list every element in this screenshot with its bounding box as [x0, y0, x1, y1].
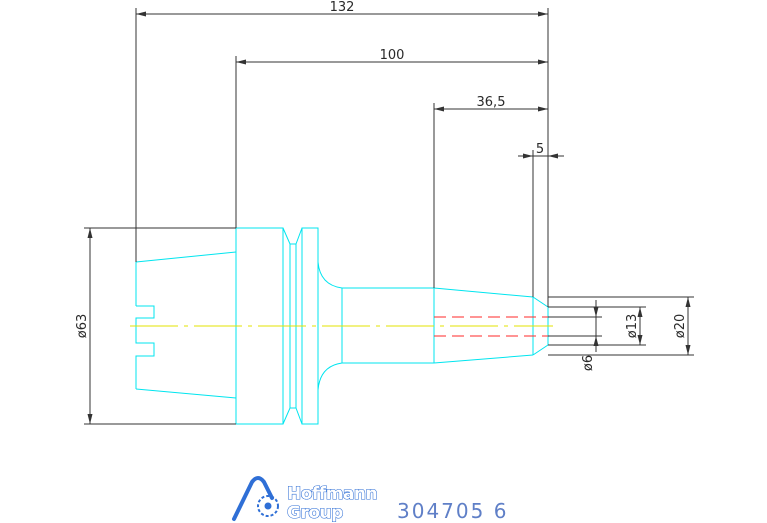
groove-top-v	[282, 227, 303, 245]
drive-slot	[135, 305, 155, 389]
neck-fillet-bottom	[317, 362, 343, 391]
arrow-132-left	[136, 11, 146, 17]
hoffmann-group-logo: Hoffmann Group	[232, 476, 378, 523]
dim-label-100: 100	[380, 48, 405, 63]
dim-label-63: ø63	[75, 314, 90, 339]
taper-top-line	[135, 251, 237, 263]
arrow-5-left	[523, 153, 533, 159]
arrow-36-right	[538, 106, 548, 112]
arrow-100-left	[236, 59, 246, 65]
dimension-arrows	[87, 11, 691, 424]
nose-chamfer-top	[532, 296, 549, 308]
arrow-20-bottom	[685, 345, 691, 355]
arrow-13-top	[637, 307, 643, 317]
arrow-5-right	[548, 153, 558, 159]
nose-top	[433, 287, 534, 298]
taper-bottom-line	[135, 388, 237, 399]
nose-chamfer-bottom	[532, 344, 549, 356]
hidden-bore-lines	[434, 316, 548, 337]
arrow-20-top	[685, 297, 691, 307]
arrow-63-bottom	[87, 414, 93, 424]
logo-text-group: Group	[287, 503, 343, 523]
part-number: 304705 6	[397, 499, 508, 523]
dim-label-6: ø6	[581, 355, 596, 371]
arrow-13-bottom	[637, 335, 643, 345]
logo-emblem-icon	[232, 476, 279, 521]
dim-label-5: 5	[536, 142, 544, 157]
arrow-6-bottom	[593, 336, 599, 346]
arrow-100-right	[538, 59, 548, 65]
arrow-63-top	[87, 228, 93, 238]
arrow-36-left	[434, 106, 444, 112]
dim-label-132: 132	[330, 0, 355, 15]
dim-label-13: ø13	[625, 314, 640, 339]
arrow-132-right	[538, 11, 548, 17]
dim-label-20: ø20	[673, 314, 688, 339]
neck-fillet-top	[317, 261, 343, 289]
dim-label-36-5: 36,5	[477, 95, 506, 110]
logo-text-hoffmann: Hoffmann	[287, 484, 377, 504]
groove-bottom-v	[282, 407, 303, 425]
nose-bottom	[433, 354, 534, 364]
logo-emblem-gear-hub	[264, 502, 272, 510]
logo-emblem-gear	[257, 495, 279, 517]
logo-emblem-arch	[232, 476, 274, 521]
part-outline	[135, 227, 549, 425]
arrow-6-top	[593, 307, 599, 317]
